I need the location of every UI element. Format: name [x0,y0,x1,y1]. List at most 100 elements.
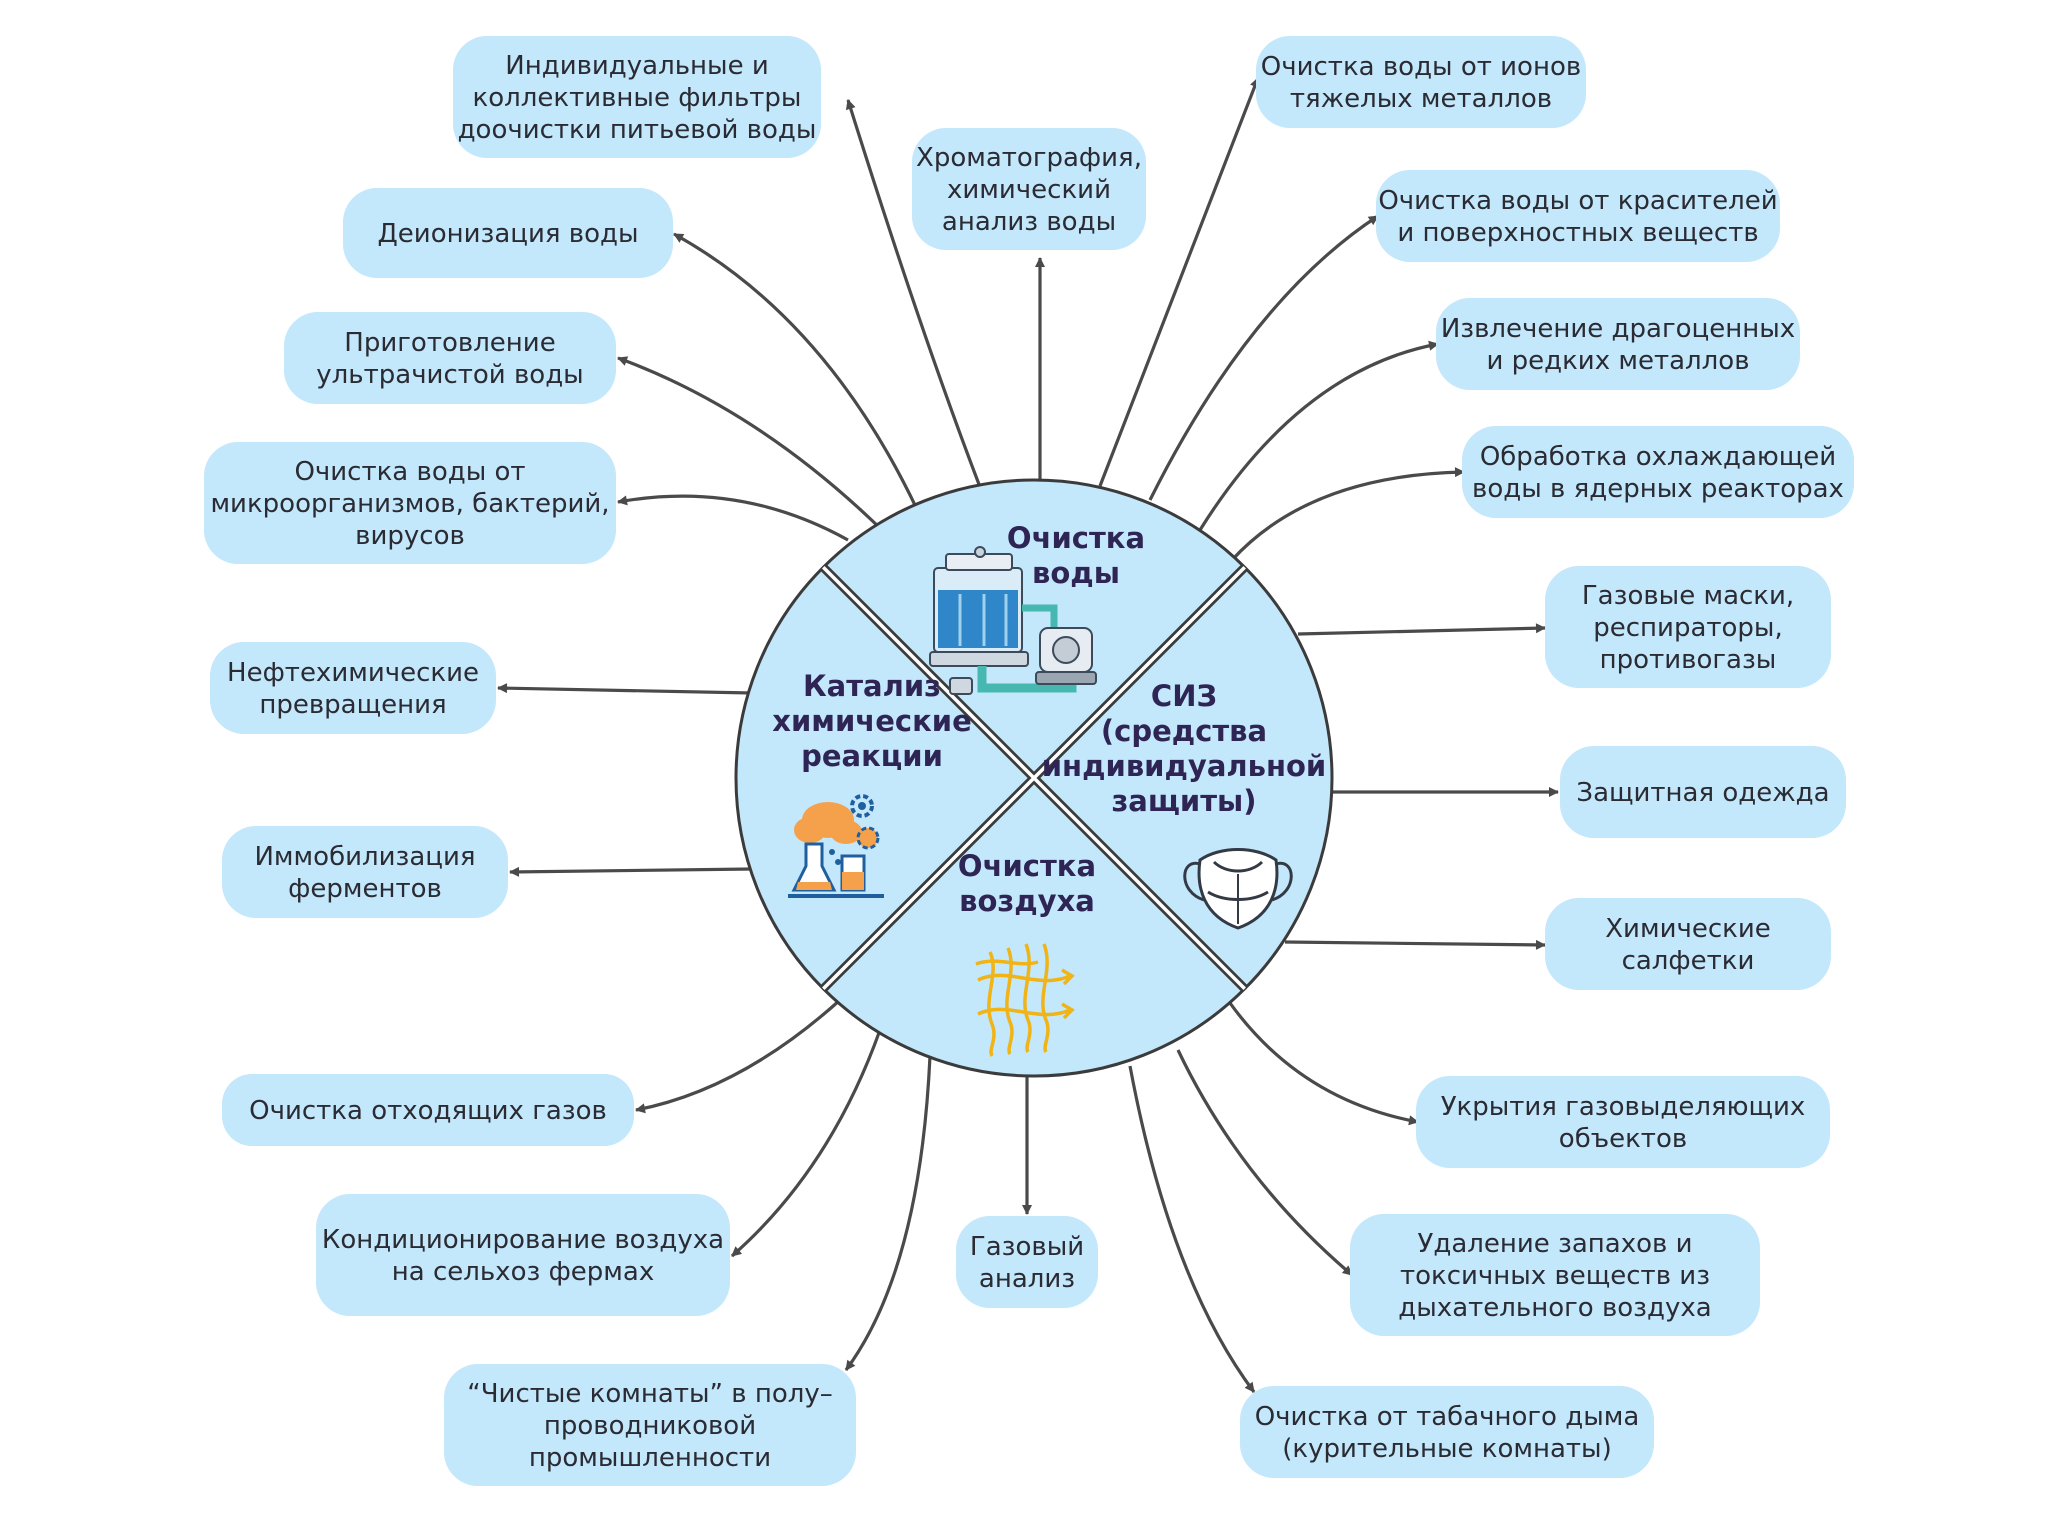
connector-arrow-n21 [1128,1065,1256,1393]
node-label-line: ультрачистой воды [316,360,583,390]
node-box [912,128,1146,250]
quadrant-label-line: воды [1032,556,1120,590]
node-label-line: Индивидуальные и [505,51,768,81]
connector-arrow-n3 [1098,77,1260,487]
node-label-line: Очистка воды от ионов [1261,52,1581,82]
center-circle [734,478,1334,1078]
node-label-line: промышленности [529,1443,771,1473]
connector-arrow-n17 [730,1029,882,1258]
node-label-line: проводниковой [544,1411,756,1441]
node-label-line: респираторы, [1593,613,1782,643]
node-box [222,826,508,918]
node-label-line: и поверхностных веществ [1397,218,1758,248]
node-label-line: воды в ядерных реакторах [1472,474,1844,504]
node-label-line: Очистка отходящих газов [249,1096,607,1126]
quadrant-label-line: СИЗ [1151,679,1217,713]
node-label-line: объектов [1559,1124,1687,1154]
node-label-line: превращения [259,690,446,720]
node-n12: Защитная одежда [1560,746,1846,838]
node-box [284,312,616,404]
node-box [1256,36,1586,128]
node-label-line: токсичных веществ из [1400,1261,1710,1291]
node-label-line: ферментов [288,874,442,904]
node-label-line: Химические [1605,914,1770,944]
node-box [1376,170,1780,262]
node-label-line: Приготовление [344,328,555,358]
node-label-line: Укрытия газовыделяющих [1441,1092,1806,1122]
node-label-line: Обработка охлаждающей [1480,442,1836,472]
node-box [956,1216,1098,1308]
quadrant-label-line: Очистка [1007,521,1145,555]
node-label-line: анализ [979,1264,1075,1294]
connector-arrow-n7 [1198,340,1439,531]
connector-arrow-n4 [673,232,924,521]
node-label-line: (курительные комнаты) [1282,1434,1611,1464]
node-label-line: Нефтехимические [227,658,479,688]
node-label-line: Очистка воды от [294,457,525,487]
node-label-line: Деионизация воды [377,219,638,249]
node-label-line: химический [947,175,1111,205]
node-box [1545,566,1831,688]
quadrant-labels: ОчисткаводыСИЗ(средстваиндивидуальнойзащ… [772,521,1326,918]
quadrant-label-line: Очистка [958,849,1096,883]
node-label-line: Кондиционирование воздуха [322,1225,724,1255]
node-n10: Газовые маски,респираторы,противогазы [1545,566,1831,688]
node-label-line: доочистки питьевой воды [458,115,817,145]
connector-arrow-n5 [1148,214,1379,501]
node-box [1560,746,1846,838]
node-label-line: Иммобилизация [254,842,475,872]
connector-arrow-n9 [1230,467,1465,562]
node-label-line: противогазы [1600,645,1777,675]
quadrant-label-line: химические [772,704,972,738]
node-label-line: на сельхоз фермах [392,1257,654,1287]
node-label-line: микроорганизмов, бактерий, [210,489,609,519]
quadrant-label-line: (средства [1101,714,1267,748]
node-box [1350,1214,1760,1336]
node-n20: “Чистые комнаты” в полу–проводниковойпро… [444,1364,856,1486]
node-label-line: Очистка воды от красителей [1378,186,1777,216]
node-box [453,36,821,158]
node-label-line: Газовые маски, [1582,581,1794,611]
quadrant-label-line: воздуха [959,884,1095,918]
node-label-line: Удаление запахов и [1418,1229,1693,1259]
node-n21: Очистка от табачного дыма(курительные ко… [1240,1386,1654,1478]
node-box [222,1074,634,1146]
node-label-line: и редких металлов [1486,346,1749,376]
node-label-line: “Чистые комнаты” в полу– [467,1379,833,1409]
quadrant-label-line: Катализ [803,669,941,703]
node-box [210,642,496,734]
node-label-line: Защитная одежда [1576,778,1829,808]
connector-arrow-n14 [1284,939,1546,950]
node-box [316,1194,730,1316]
node-label-line: Очистка от табачного дыма [1255,1402,1640,1432]
node-label-line: дыхательного воздуха [1398,1293,1711,1323]
node-label-line: коллективные фильтры [473,83,802,113]
chemistry-lab-icon [788,794,884,898]
node-box [1545,898,1831,990]
node-box [1416,1076,1830,1168]
node-label-line: анализ воды [942,207,1116,237]
connector-arrow-n1 [845,99,982,488]
connector-arrow-n8 [617,494,849,542]
node-n4: Деионизация воды [343,188,673,278]
node-label-line: Газовый [970,1232,1084,1262]
